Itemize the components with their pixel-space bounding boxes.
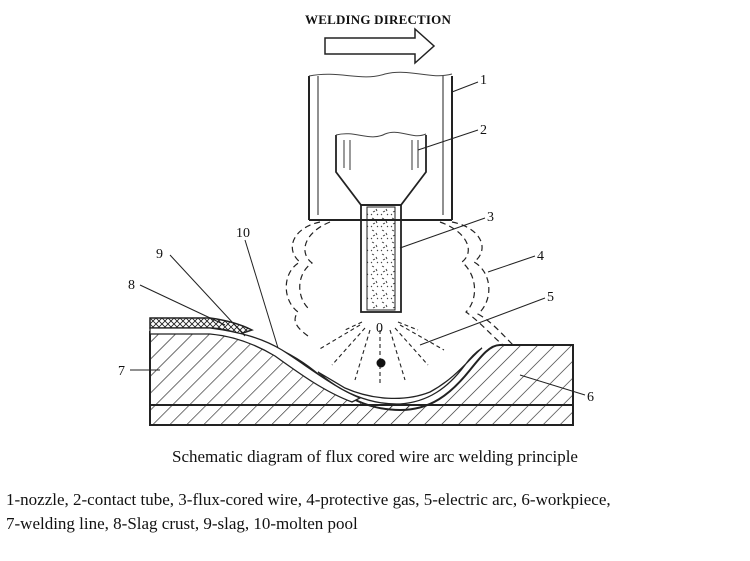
callout-1: 1	[480, 73, 487, 88]
flux-cored-wire	[360, 204, 402, 313]
callout-5: 5	[547, 290, 554, 305]
contact-tube	[335, 131, 427, 206]
callout-2: 2	[480, 123, 487, 138]
legend-line-2: 7-welding line, 8-Slag crust, 9-slag, 10…	[6, 514, 358, 533]
molten-pool	[317, 347, 483, 405]
legend: 1-nozzle, 2-contact tube, 3-flux-cored w…	[6, 488, 746, 536]
callout-10: 10	[236, 226, 250, 241]
callout-8: 8	[128, 278, 135, 293]
callout-9: 9	[156, 247, 163, 262]
diagram-caption: Schematic diagram of flux cored wire arc…	[172, 447, 578, 466]
arc-point	[376, 358, 386, 368]
callout-lines	[130, 81, 586, 396]
callout-7: 7	[118, 364, 125, 379]
legend-line-1: 1-nozzle, 2-contact tube, 3-flux-cored w…	[6, 490, 611, 509]
arc-marker: 0	[376, 321, 383, 336]
welding-direction-label: WELDING DIRECTION	[305, 12, 452, 27]
callout-numbers: 1 2 3 4 5 6 7 8 9 10	[118, 73, 594, 405]
direction-arrow	[324, 27, 436, 65]
callout-4: 4	[537, 249, 544, 264]
workpiece	[149, 331, 574, 426]
callout-6: 6	[587, 390, 594, 405]
electric-arc	[317, 321, 445, 385]
slag-layer	[149, 327, 362, 403]
welding-diagram: 0 1 2 3 4 5 6 7 8 9 10	[118, 27, 594, 426]
protective-gas	[285, 221, 515, 347]
callout-3: 3	[487, 210, 494, 225]
